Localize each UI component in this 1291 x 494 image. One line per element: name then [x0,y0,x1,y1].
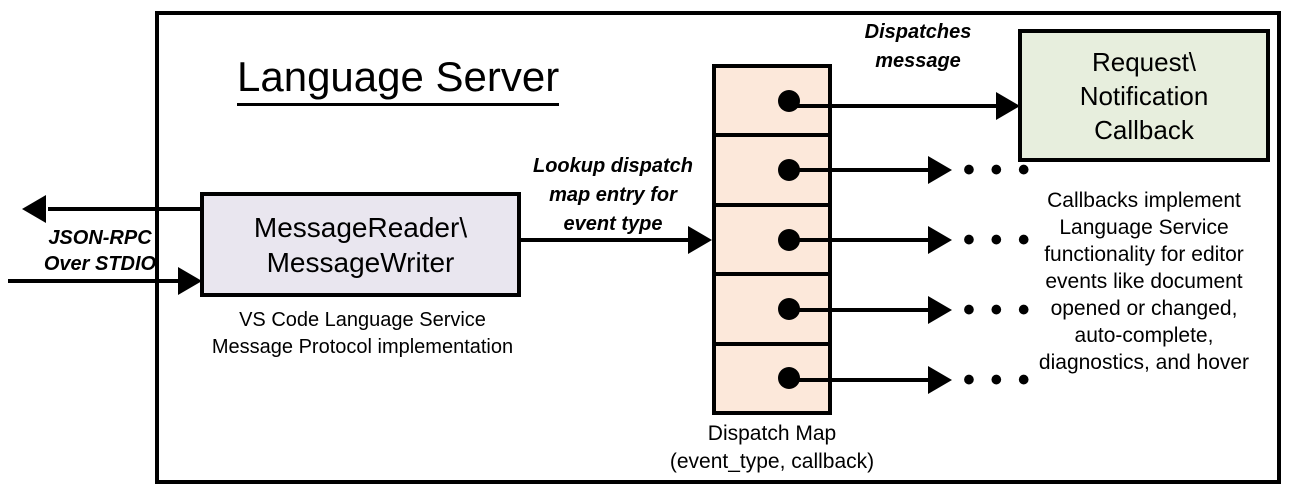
dispatch-edge-1-line [784,104,1006,108]
dispatch-map-caption-line2: (event_type, callback) [669,450,875,473]
callback-caption: Callbacks implement Language Service fun… [1010,187,1278,376]
message-reader-writer-box[interactable]: MessageReader\ MessageWriter [200,192,521,297]
callback-title-line1: Request\ [1091,46,1197,77]
inbound-stdio-arrowhead [178,267,202,295]
dispatch-edge-1-arrowhead [996,92,1020,120]
message-rw-title-line1: MessageReader\ [253,211,468,243]
dispatch-map-table[interactable] [712,64,832,415]
dispatch-edge-4-line [784,308,934,312]
dispatch-edge-5-arrowhead [928,366,952,394]
dispatch-edge-3-arrowhead [928,226,952,254]
jsonrpc-label-line2: Over STDIO [43,253,157,275]
callback-title-line3: Callback [1094,114,1194,145]
jsonrpc-label-line1: JSON-RPC [48,227,152,249]
dispatch-message-label: Dispatches message [838,18,998,76]
lookup-dispatch-line [519,238,690,242]
dispatch-entry-2[interactable] [716,137,828,207]
dispatch-msg-label-line2: message [875,50,961,72]
lookup-label-line1: Lookup dispatch [533,155,693,177]
message-rw-title-line2: MessageWriter [266,246,455,278]
outbound-stdio-line [48,207,203,211]
lookup-label-line3: event type [563,213,663,235]
message-rw-caption-line2: Message Protocol implementation [211,336,514,358]
message-rw-caption: VS Code Language Service Message Protoco… [190,307,535,361]
dispatch-entry-dot-icon [778,89,800,112]
dispatch-edge-4-arrowhead [928,296,952,324]
dispatch-map-caption-line1: Dispatch Map [707,422,837,445]
jsonrpc-channel-label: JSON-RPC Over STDIO [30,225,170,277]
message-rw-caption-line1: VS Code Language Service [239,309,486,331]
lookup-dispatch-label: Lookup dispatch map entry for event type [518,152,708,239]
page-title: Language Server [237,52,560,106]
callback-caption-line6: auto-complete, [1074,324,1214,347]
lookup-label-line2: map entry for [549,184,677,206]
dispatch-edge-2-arrowhead [928,156,952,184]
callback-title-line2: Notification [1079,80,1209,111]
dispatch-edge-5-line [784,378,934,382]
language-server-boundary [155,11,1281,484]
callback-caption-line3: functionality for editor [1044,243,1244,266]
dispatch-edge-2-line [784,168,934,172]
lookup-dispatch-arrowhead [688,226,712,254]
callback-caption-line2: Language Service [1059,216,1229,239]
inbound-stdio-line [8,279,180,283]
dispatch-edge-2-ellipsis: • • • [963,151,1033,189]
dispatch-map-caption: Dispatch Map (event_type, callback) [640,420,904,476]
callback-caption-line4: events like document [1045,270,1243,293]
dispatch-edge-3-line [784,238,934,242]
callback-caption-line1: Callbacks implement [1047,189,1241,212]
callback-caption-line5: opened or changed, [1050,297,1238,320]
dispatch-msg-label-line1: Dispatches [864,21,972,43]
callback-caption-line7: diagnostics, and hover [1038,351,1250,374]
request-notification-callback-box[interactable]: Request\ Notification Callback [1018,29,1270,162]
outbound-stdio-arrowhead [22,195,46,223]
dispatch-entry-1[interactable] [716,68,828,138]
